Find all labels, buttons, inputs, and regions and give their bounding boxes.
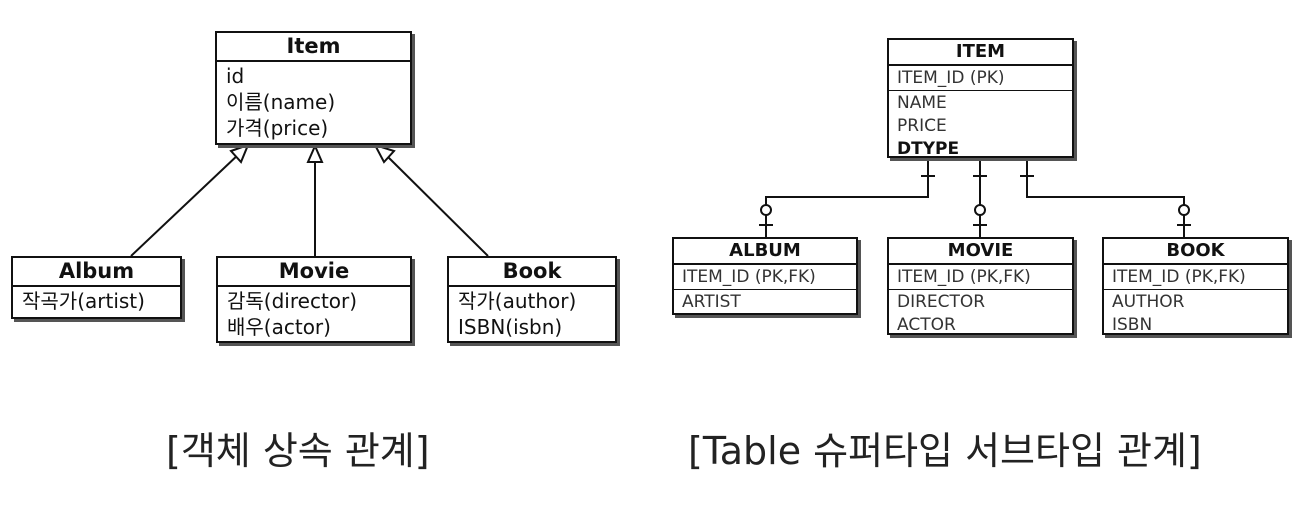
- attribute: 가격(price): [226, 116, 329, 140]
- inheritance-arrowhead-book: [372, 143, 396, 164]
- class-attributes: 작곡가(artist): [13, 287, 180, 314]
- attribute: ISBN(isbn): [458, 315, 563, 339]
- attribute: 작가(author): [458, 289, 577, 313]
- table-primary-key: ITEM_ID (PK,FK): [1104, 265, 1287, 290]
- column: AUTHOR: [1112, 292, 1185, 312]
- class-book: Book 작가(author) ISBN(isbn): [447, 256, 617, 343]
- pk-column: ITEM_ID (PK): [897, 68, 1005, 88]
- table-book: BOOK ITEM_ID (PK,FK) AUTHOR ISBN: [1102, 237, 1289, 335]
- column: ARTIST: [682, 292, 741, 312]
- pk-column: ITEM_ID (PK,FK): [897, 267, 1031, 287]
- class-attributes: 작가(author) ISBN(isbn): [449, 287, 615, 340]
- table-title: ITEM: [889, 40, 1072, 66]
- table-movie: MOVIE ITEM_ID (PK,FK) DIRECTOR ACTOR: [887, 237, 1074, 335]
- zero-or-one-circle-album: [760, 204, 772, 216]
- pk-column: ITEM_ID (PK,FK): [1112, 267, 1246, 287]
- caption-table-supertype-subtype: [Table 슈퍼타입 서브타입 관계]: [688, 429, 1202, 473]
- class-item: Item id 이름(name) 가격(price): [215, 31, 412, 145]
- discriminator-column: DTYPE: [897, 139, 960, 159]
- column: ACTOR: [897, 315, 956, 335]
- column: NAME: [897, 93, 947, 113]
- attribute: 감독(director): [227, 289, 358, 313]
- table-item: ITEM ITEM_ID (PK) NAME PRICE DTYPE: [887, 38, 1074, 161]
- table-primary-key: ITEM_ID (PK,FK): [674, 265, 856, 290]
- table-album: ALBUM ITEM_ID (PK,FK) ARTIST: [672, 237, 858, 315]
- inheritance-line-book: [383, 152, 489, 257]
- zero-or-one-circle-book: [1178, 204, 1190, 216]
- attribute: id: [226, 64, 245, 88]
- class-attributes: id 이름(name) 가격(price): [217, 62, 410, 141]
- table-columns: AUTHOR ISBN: [1104, 290, 1287, 337]
- inheritance-arrowhead-movie: [306, 143, 324, 163]
- inheritance-line-album: [130, 152, 241, 257]
- class-movie: Movie 감독(director) 배우(actor): [216, 256, 412, 343]
- inheritance-arrowhead-album: [229, 143, 250, 164]
- column: ISBN: [1112, 315, 1153, 335]
- table-primary-key: ITEM_ID (PK): [889, 66, 1072, 91]
- pk-column: ITEM_ID (PK,FK): [682, 267, 816, 287]
- table-title: BOOK: [1104, 239, 1287, 265]
- class-title: Item: [217, 33, 410, 62]
- table-primary-key: ITEM_ID (PK,FK): [889, 265, 1072, 290]
- class-attributes: 감독(director) 배우(actor): [218, 287, 410, 340]
- relationship-line-book: [1026, 158, 1185, 237]
- attribute: 배우(actor): [227, 315, 331, 339]
- table-columns: ARTIST: [674, 290, 856, 314]
- class-album: Album 작곡가(artist): [11, 256, 182, 319]
- table-title: MOVIE: [889, 239, 1072, 265]
- table-columns: DIRECTOR ACTOR: [889, 290, 1072, 337]
- class-title: Album: [13, 258, 180, 287]
- class-title: Book: [449, 258, 615, 287]
- attribute: 작곡가(artist): [22, 289, 145, 313]
- class-title: Movie: [218, 258, 410, 287]
- caption-object-inheritance: [객체 상속 관계]: [166, 429, 430, 473]
- table-columns: NAME PRICE DTYPE: [889, 91, 1072, 161]
- attribute: 이름(name): [226, 90, 336, 114]
- column: PRICE: [897, 116, 947, 136]
- zero-or-one-circle-movie: [974, 204, 986, 216]
- column: DIRECTOR: [897, 292, 986, 312]
- table-title: ALBUM: [674, 239, 856, 265]
- relationship-line-album: [765, 158, 929, 237]
